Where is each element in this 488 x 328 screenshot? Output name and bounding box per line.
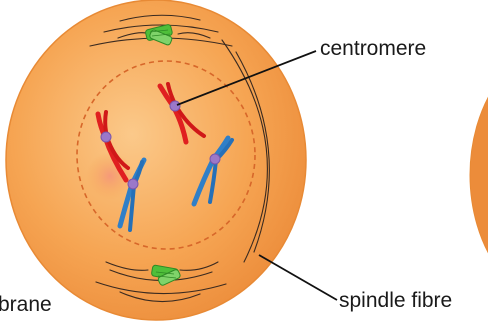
centromere-dot — [101, 132, 111, 142]
membrane-label-fragment: brane — [0, 294, 52, 315]
centromere-dot — [210, 154, 220, 164]
spindle-fibre-leader-line — [259, 255, 337, 300]
centromere-label: centromere — [320, 38, 426, 59]
centromere-dot — [128, 179, 138, 189]
neighbour-cell — [470, 40, 488, 310]
centromere-dot — [170, 101, 180, 111]
spindle-fibre-label: spindle fibre — [339, 290, 452, 311]
